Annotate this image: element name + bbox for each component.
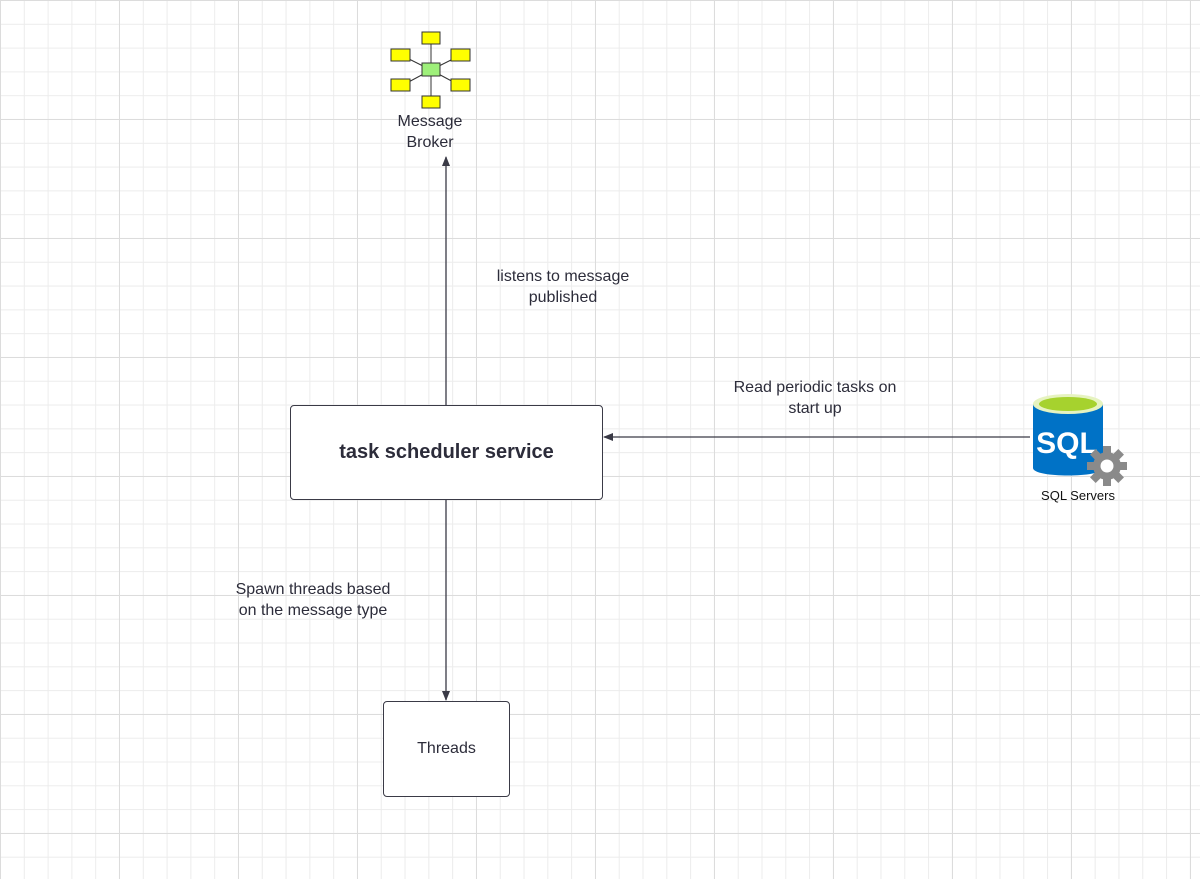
broker-label: Message Broker [380, 111, 480, 153]
sql-servers-label: SQL Servers [1041, 488, 1115, 503]
sql-icon-text: SQL [1036, 427, 1098, 460]
edge-label-spawn: Spawn threads based on the message type [208, 579, 418, 621]
network-hub-icon[interactable] [388, 30, 474, 110]
broker-label-line1: Message [397, 113, 463, 130]
edge-label-listens-line1: listens to message [496, 268, 630, 285]
edge-label-read: Read periodic tasks on start up [700, 377, 930, 419]
broker-label-line2: Broker [406, 134, 454, 151]
edge-label-spawn-line1: Spawn threads based [235, 581, 391, 598]
sql-database-icon[interactable]: SQL [1030, 392, 1128, 488]
threads-node[interactable]: Threads [383, 701, 510, 797]
edge-label-listens: listens to message published [463, 266, 663, 308]
edge-label-listens-line2: published [528, 289, 598, 306]
task-scheduler-label: task scheduler service [339, 441, 554, 463]
edge-label-spawn-line2: on the message type [238, 602, 388, 619]
threads-label: Threads [417, 740, 476, 757]
edge-label-read-line1: Read periodic tasks on [733, 379, 897, 396]
task-scheduler-node[interactable]: task scheduler service [290, 405, 603, 500]
edge-label-read-line2: start up [788, 400, 842, 417]
